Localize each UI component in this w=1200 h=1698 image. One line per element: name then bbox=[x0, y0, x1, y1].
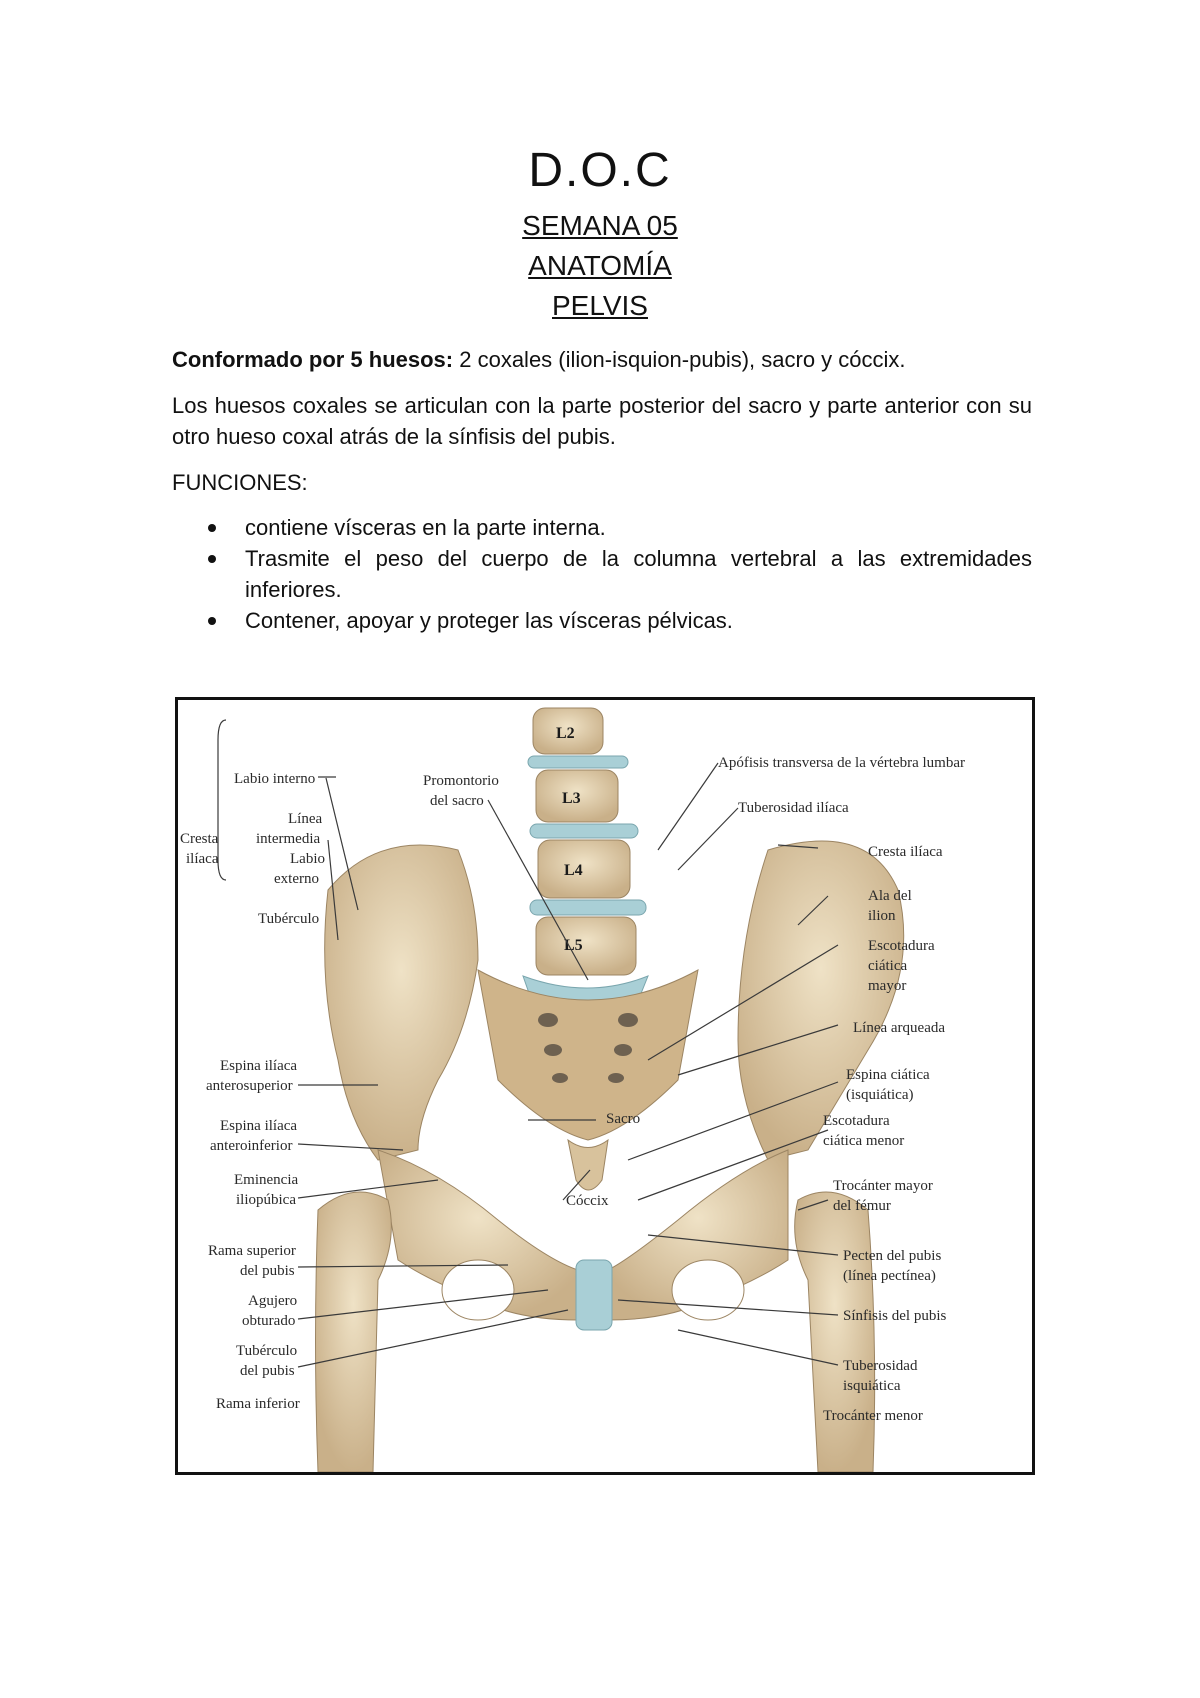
document-title: D.O.C bbox=[528, 144, 672, 197]
vertebra-l5 bbox=[535, 916, 637, 976]
pelvis-drawing: L2 L3 L4 L5 bbox=[180, 707, 965, 1472]
right-femur bbox=[794, 1191, 876, 1472]
label-espina-iliaca-as: Espina ilíaca bbox=[220, 1058, 297, 1074]
label-tuberculo-pubis: Tubérculo bbox=[236, 1343, 297, 1359]
disc bbox=[529, 899, 647, 916]
label-del-pubis: del pubis bbox=[240, 1263, 295, 1279]
leader-lines bbox=[217, 719, 839, 1368]
label-tuberosidad: Tuberosidad bbox=[843, 1358, 918, 1374]
list-item-text: contiene vísceras en la parte interna. bbox=[245, 515, 606, 540]
subtitle-topic: PELVIS bbox=[552, 290, 648, 321]
label-labio-interno: Labio interno bbox=[234, 771, 315, 787]
list-item-text: Contener, apoyar y proteger las vísceras… bbox=[245, 608, 733, 633]
bullet-dot bbox=[208, 617, 216, 625]
label-espina-ciatica: Espina ciática bbox=[846, 1067, 930, 1083]
label-linea-arqueada: Línea arqueada bbox=[853, 1020, 945, 1036]
label-promontorio: Promontorio bbox=[423, 773, 499, 789]
left-obturator-foramen bbox=[441, 1259, 515, 1321]
funciones-heading: FUNCIONES: bbox=[172, 470, 308, 495]
label-linea-pectinea: (línea pectínea) bbox=[843, 1268, 936, 1284]
label-trocanter-menor: Trocánter menor bbox=[823, 1408, 923, 1424]
subtitle-subject: ANATOMÍA bbox=[528, 250, 672, 281]
vertebra-l3 bbox=[535, 769, 619, 823]
label-cresta-iliaca: Cresta ilíaca bbox=[868, 844, 943, 860]
vertebra-label: L4 bbox=[564, 862, 583, 879]
label-del-sacro: del sacro bbox=[430, 793, 484, 809]
label-anteroinferior: anteroinferior bbox=[210, 1138, 292, 1154]
label-espina-iliaca-ai: Espina ilíaca bbox=[220, 1118, 297, 1134]
label-tuberosidad-iliaca: Tuberosidad ilíaca bbox=[738, 800, 849, 816]
label-mayor: mayor bbox=[868, 978, 906, 994]
label-del-pubis-2: del pubis bbox=[240, 1363, 295, 1379]
lumbar-vertebrae: L2 L3 L4 L5 bbox=[522, 707, 649, 1008]
bullet-dot bbox=[208, 524, 216, 532]
vertebra-l2 bbox=[532, 707, 604, 755]
vertebra-label: L2 bbox=[556, 725, 575, 742]
list-item: contiene vísceras en la parte interna. bbox=[172, 512, 1032, 543]
label-isquiatica-2: isquiática bbox=[843, 1378, 901, 1394]
label-iliaca: ilíaca bbox=[186, 851, 219, 867]
vertebra-l4 bbox=[537, 839, 631, 899]
disc bbox=[529, 823, 639, 839]
vertebra-label: L5 bbox=[564, 937, 583, 954]
label-escotadura: Escotadura bbox=[868, 938, 935, 954]
list-item: Trasmite el peso del cuerpo de la column… bbox=[172, 543, 1032, 605]
bullet-dot bbox=[208, 555, 216, 563]
label-anterosuperior: anterosuperior bbox=[206, 1078, 293, 1094]
label-agujero: Agujero bbox=[248, 1293, 297, 1309]
sacrum bbox=[477, 969, 699, 1141]
label-cresta: Cresta bbox=[180, 831, 219, 847]
label-eminencia: Eminencia bbox=[234, 1172, 298, 1188]
list-item-text: Trasmite el peso del cuerpo de la column… bbox=[245, 546, 1032, 602]
label-iliopubica: iliopúbica bbox=[236, 1192, 296, 1208]
label-tuberculo: Tubérculo bbox=[258, 911, 319, 927]
labels-right: Apófisis transversa de la vértebra lumba… bbox=[566, 755, 965, 1424]
label-ala-del: Ala del bbox=[868, 888, 912, 904]
label-trocanter-mayor: Trocánter mayor bbox=[833, 1178, 933, 1194]
label-ciatica-menor: ciática menor bbox=[823, 1133, 904, 1149]
sacral-foramina bbox=[538, 1013, 638, 1083]
label-rama-superior: Rama superior bbox=[208, 1243, 296, 1259]
label-sinfisis: Sínfisis del pubis bbox=[843, 1308, 947, 1324]
label-labio: Labio bbox=[290, 851, 325, 867]
coccyx bbox=[567, 1138, 609, 1191]
label-del-femur: del fémur bbox=[833, 1198, 891, 1214]
labels-left: Labio interno Línea intermedia Labio ext… bbox=[180, 771, 499, 1412]
label-sacro: Sacro bbox=[606, 1111, 640, 1127]
pelvis-illustration: L2 L3 L4 L5 bbox=[175, 697, 1035, 1475]
left-femur bbox=[315, 1191, 392, 1472]
label-apofisis: Apófisis transversa de la vértebra lumba… bbox=[718, 755, 965, 771]
right-obturator-foramen bbox=[671, 1259, 745, 1321]
intro-bold: Conformado por 5 huesos: bbox=[172, 347, 454, 372]
label-intermedia: intermedia bbox=[256, 831, 320, 847]
left-iliac-wing bbox=[324, 844, 479, 1161]
intro-paragraph: Conformado por 5 huesos: 2 coxales (ilio… bbox=[172, 344, 1032, 375]
label-pecten: Pecten del pubis bbox=[843, 1248, 941, 1264]
pubic-symphysis bbox=[575, 1259, 613, 1331]
label-linea: Línea bbox=[288, 811, 322, 827]
disc bbox=[527, 755, 629, 769]
vertebra-label: L3 bbox=[562, 790, 581, 807]
label-externo: externo bbox=[274, 871, 319, 887]
label-rama-inferior: Rama inferior bbox=[216, 1396, 300, 1412]
intro-rest: 2 coxales (ilion-isquion-pubis), sacro y… bbox=[453, 347, 906, 372]
label-obturado: obturado bbox=[242, 1313, 295, 1329]
label-ilion: ilion bbox=[868, 908, 896, 924]
description-paragraph: Los huesos coxales se articulan con la p… bbox=[172, 393, 1032, 449]
funciones-list: contiene vísceras en la parte interna. T… bbox=[172, 512, 1032, 636]
label-isquiatica: (isquiática) bbox=[846, 1087, 913, 1103]
label-coccix: Cóccix bbox=[566, 1193, 609, 1209]
list-item: Contener, apoyar y proteger las vísceras… bbox=[172, 605, 1032, 636]
label-escotadura-2: Escotadura bbox=[823, 1113, 890, 1129]
subtitle-week: SEMANA 05 bbox=[522, 210, 678, 241]
label-ciatica: ciática bbox=[868, 958, 907, 974]
